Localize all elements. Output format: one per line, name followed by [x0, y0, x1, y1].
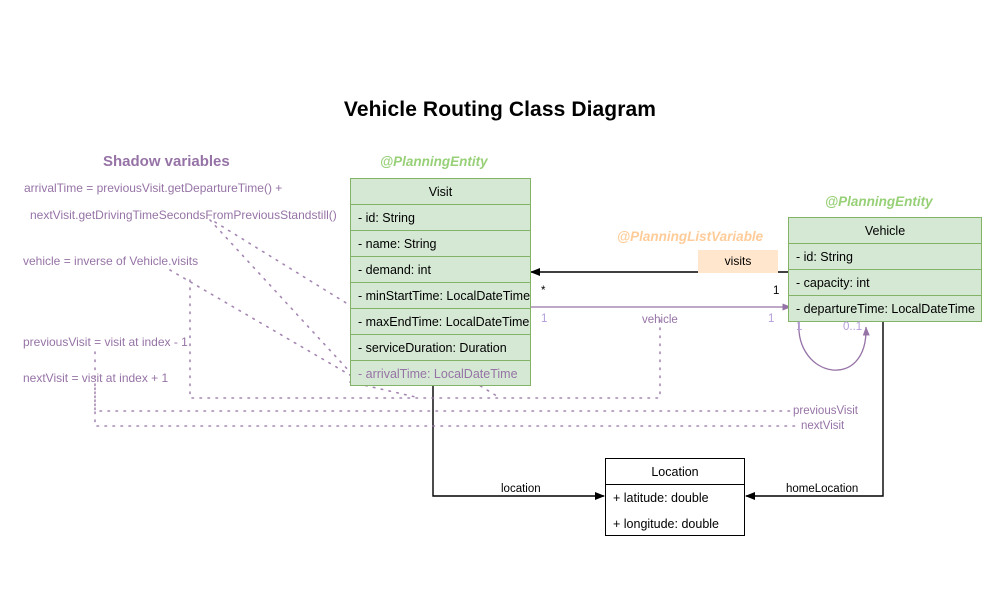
multiplicity-self-loop-left: 1	[796, 321, 803, 333]
edge-label-vehicle: vehicle	[642, 314, 678, 326]
class-attribute: - serviceDuration: Duration	[351, 335, 530, 361]
class-attribute-shadow: - arrivalTime: LocalDateTime	[358, 367, 518, 381]
shadow-formula-previous-visit: previousVisit = visit at index - 1	[23, 335, 188, 349]
class-name-vehicle: Vehicle	[789, 218, 981, 244]
shadow-formula-arrival-time-2: nextVisit.getDrivingTimeSecondsFromPrevi…	[30, 208, 337, 222]
class-name-visit: Visit	[351, 179, 530, 205]
class-attribute: - id: String	[789, 244, 981, 270]
edge-label-visits: visits	[698, 250, 778, 273]
class-attribute: - name: String	[351, 231, 530, 257]
class-attribute: - departureTime: LocalDateTime	[796, 302, 976, 316]
stereotype-planning-entity-visit: @PlanningEntity	[380, 154, 488, 169]
page-title: Vehicle Routing Class Diagram	[343, 98, 657, 121]
multiplicity-vehicle-target: 1	[768, 313, 775, 325]
multiplicity-self-loop-right: 0..1	[843, 321, 863, 333]
multiplicity-visits-source: 1	[773, 285, 780, 297]
class-attribute: - demand: int	[351, 257, 530, 283]
shadow-formula-vehicle: vehicle = inverse of Vehicle.visits	[23, 254, 199, 268]
class-name-location: Location	[606, 459, 744, 485]
class-box-visit: Visit - id: String - name: String - dema…	[350, 178, 531, 386]
edge-label-location: location	[501, 483, 541, 495]
class-attribute: - minStartTime: LocalDateTime	[351, 283, 530, 309]
shadow-variables-header: Shadow variables	[103, 153, 230, 170]
class-attribute: - capacity: int	[789, 270, 981, 296]
edge-label-previous-visit: previousVisit	[793, 405, 858, 417]
edge-location	[432, 386, 605, 500]
multiplicity-visits-target: *	[541, 285, 546, 297]
class-attribute: - maxEndTime: LocalDateTime	[351, 309, 530, 335]
class-attribute: + longitude: double	[613, 517, 719, 531]
shadow-formula-next-visit: nextVisit = visit at index + 1	[23, 371, 169, 385]
edge-label-next-visit: nextVisit	[801, 420, 845, 432]
class-attribute: + latitude: double	[613, 491, 709, 505]
multiplicity-vehicle-source: 1	[541, 313, 548, 325]
class-box-location: Location + latitude: double + longitude:…	[605, 458, 745, 536]
shadow-formula-arrival-time-1: arrivalTime = previousVisit.getDeparture…	[24, 181, 283, 195]
edge-label-home-location: homeLocation	[786, 483, 859, 495]
class-box-vehicle: Vehicle - id: String - capacity: int - d…	[788, 217, 982, 322]
stereotype-planning-entity-vehicle: @PlanningEntity	[825, 194, 933, 209]
stereotype-planning-list-variable: @PlanningListVariable	[617, 229, 764, 244]
class-attribute: - id: String	[351, 205, 530, 231]
